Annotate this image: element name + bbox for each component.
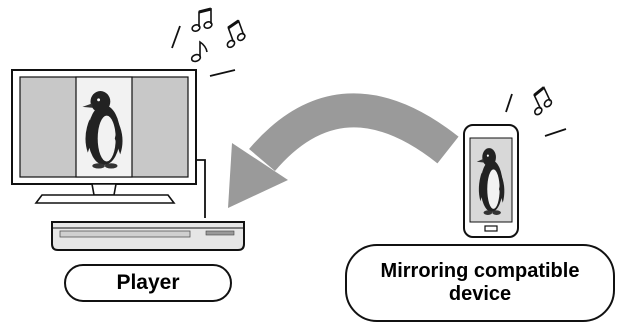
music-notes-icon bbox=[171, 7, 250, 77]
curved-arrow-icon bbox=[228, 93, 459, 208]
device-label: Mirroring compatible device bbox=[345, 244, 615, 322]
music-notes-icon bbox=[505, 85, 567, 137]
television-icon bbox=[11, 69, 206, 218]
player-label: Player bbox=[64, 264, 232, 302]
device-label-text: Mirroring compatible device bbox=[380, 260, 580, 305]
smartphone-icon bbox=[463, 124, 519, 238]
player-label-text: Player bbox=[116, 270, 180, 294]
blu-ray-player-icon bbox=[51, 221, 245, 251]
